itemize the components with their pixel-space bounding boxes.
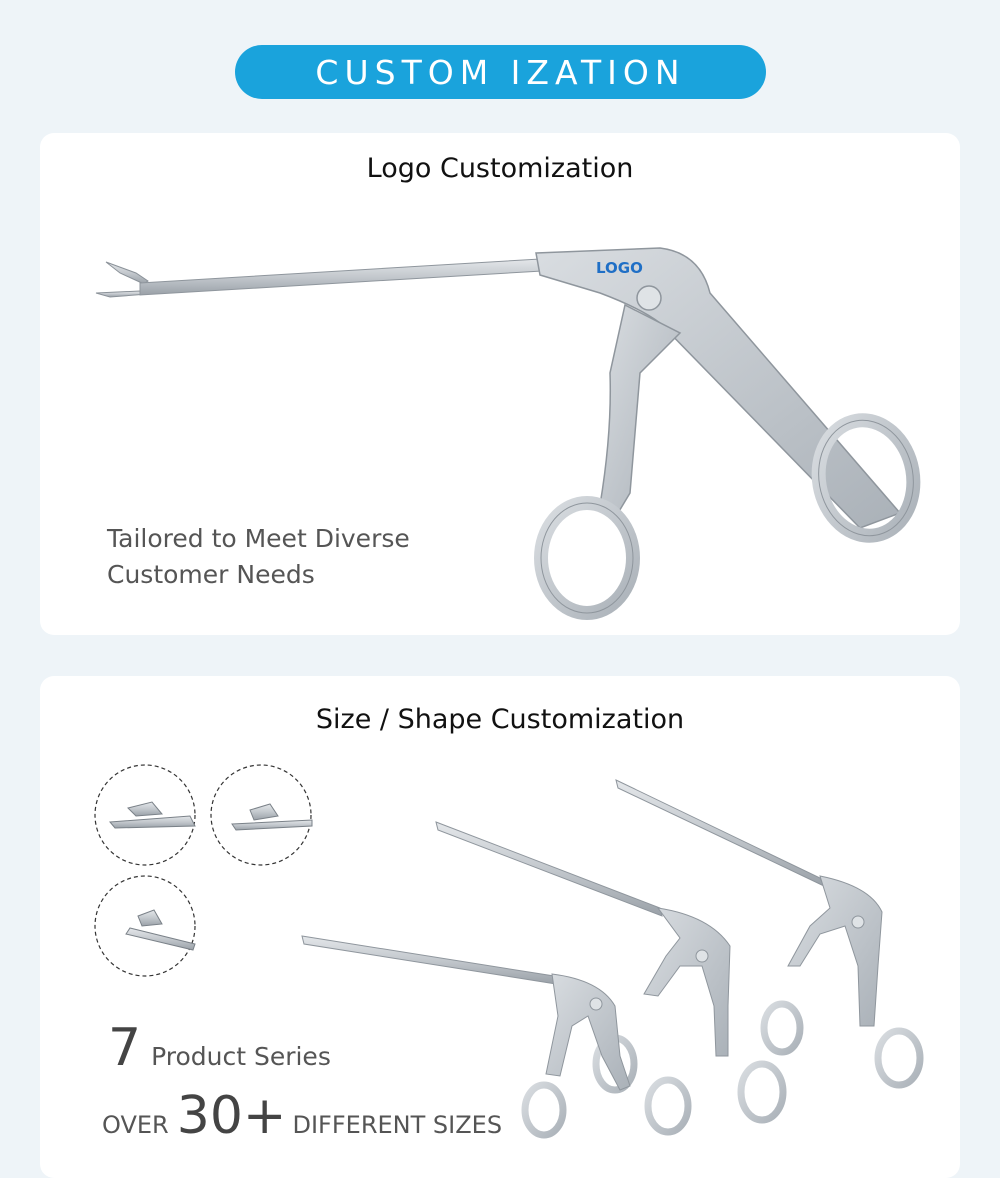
size-section-title: Size / Shape Customization (315, 704, 685, 735)
forceps-small (301, 935, 692, 1139)
tip-detail-3 (94, 875, 196, 977)
tagline-line-2: Customer Needs (107, 560, 315, 589)
forceps-illustration: LOGO (95, 247, 921, 620)
tagline-line-1: Tailored to Meet Diverse (107, 524, 410, 553)
product-series-stat: 7 Product Series (108, 1018, 331, 1078)
tip-detail-2 (210, 764, 313, 866)
sizes-count: 30+ (176, 1086, 287, 1146)
logo-mark: LOGO (596, 259, 643, 277)
forceps-medium (435, 821, 787, 1124)
customization-badge: CUSTOM IZATION (235, 45, 766, 99)
forceps-large (615, 779, 924, 1089)
sizes-label: DIFFERENT SIZES (292, 1111, 503, 1139)
forceps-set-illustration (94, 764, 924, 1139)
over-label: OVER (102, 1111, 169, 1139)
badge-label: CUSTOM IZATION (315, 52, 686, 92)
tip-detail-1 (94, 764, 196, 866)
series-label: Product Series (151, 1042, 331, 1071)
size-customization-card: Size / Shape Customization (40, 676, 960, 1178)
logo-customization-card: Logo Customization LOGO (40, 133, 960, 635)
logo-section-title: Logo Customization (366, 153, 634, 184)
logo-tagline: Tailored to Meet Diverse Customer Needs (107, 521, 410, 593)
series-count: 7 (108, 1018, 142, 1078)
